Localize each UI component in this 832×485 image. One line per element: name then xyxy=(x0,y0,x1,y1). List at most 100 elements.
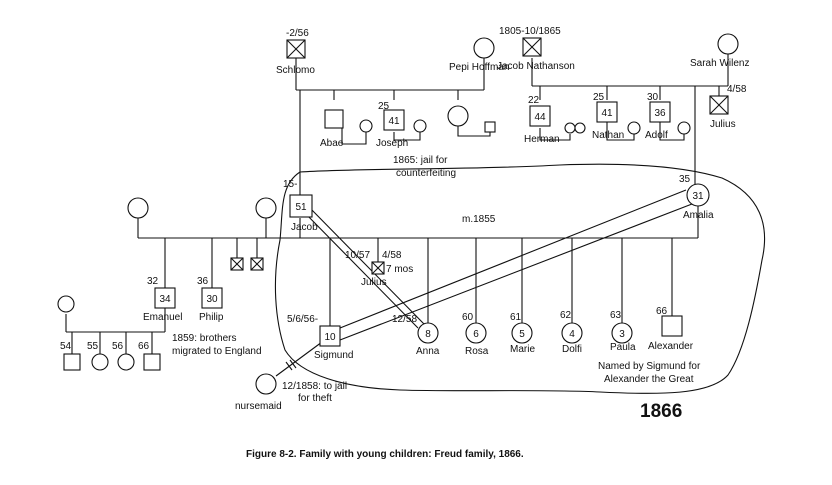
amalia-inner-age: 31 xyxy=(692,191,704,202)
alexander-label: Alexander xyxy=(648,341,694,352)
paula-circle xyxy=(611,322,633,344)
anna-label: Anna xyxy=(416,346,440,357)
rosa-age: 60 xyxy=(462,312,474,323)
jacob-square xyxy=(289,194,313,218)
sarah-label: Sarah Wilenz xyxy=(690,58,749,69)
julius-uncle-note: 4/58 xyxy=(727,84,747,95)
rosa-inner-age: 6 xyxy=(473,329,479,340)
julius-uncle-label: Julius xyxy=(710,119,736,130)
julius-death: 4/58 xyxy=(382,250,402,261)
pepi-label: Pepi Hoffman xyxy=(449,62,509,73)
nathan-square xyxy=(596,101,618,123)
alexander-square xyxy=(661,315,683,337)
dolfi-circle xyxy=(561,322,583,344)
diagram-year: 1866 xyxy=(640,401,682,422)
sigmund-square xyxy=(319,325,341,347)
nursemaid-note-line1: 12/1858: to jail xyxy=(282,381,347,392)
amalia-circle xyxy=(686,183,710,207)
marie-age: 61 xyxy=(510,312,522,323)
jacob-age: 15- xyxy=(283,179,297,190)
philip-square xyxy=(201,287,223,309)
schlomo-note: -2/56 xyxy=(286,28,309,39)
marriage-label: m.1855 xyxy=(462,214,496,225)
emanuel-label: Emanuel xyxy=(143,312,182,323)
jacob-nathanson-label: Jacob Nathanson xyxy=(497,61,575,72)
england-note-line2: migrated to England xyxy=(172,346,262,357)
herman-age: 22 xyxy=(528,95,540,106)
family-members xyxy=(57,33,739,395)
emanuel-wife-circle xyxy=(57,295,75,313)
herman-square xyxy=(529,105,551,127)
dolfi-inner-age: 4 xyxy=(569,329,575,340)
marie-circle xyxy=(511,322,533,344)
alexander-note-line2: Alexander the Great xyxy=(604,374,694,385)
nathan-label: Nathan xyxy=(592,130,624,141)
philip-inner-age: 30 xyxy=(206,294,218,305)
julius-birth: 10/57 xyxy=(345,250,370,261)
amalia-label: Amalia xyxy=(683,210,714,221)
second-wife-circle xyxy=(255,197,277,219)
nathan-age: 25 xyxy=(593,92,605,103)
joseph-inner-age: 41 xyxy=(388,116,400,127)
uncle-circle xyxy=(447,105,469,127)
rosa-label: Rosa xyxy=(465,346,489,357)
jacob-nathanson-note: 1805-10/1865 xyxy=(499,26,561,37)
jacob-label: Jacob xyxy=(291,222,318,233)
abae-square xyxy=(324,109,344,129)
sigmund-age: 5/6/56- xyxy=(287,314,318,325)
paula-inner-age: 3 xyxy=(619,329,625,340)
grandchild-age-2: 55 xyxy=(87,341,99,352)
paula-label: Paula xyxy=(610,342,636,353)
adolf-square xyxy=(649,101,671,123)
sarah-circle xyxy=(717,33,739,55)
schlomo-label: Schlomo xyxy=(276,65,315,76)
marie-label: Marie xyxy=(510,344,535,355)
joseph-label: Joseph xyxy=(376,138,408,149)
nathan-inner-age: 41 xyxy=(601,108,613,119)
anna-circle xyxy=(417,322,439,344)
sigmund-inner-age: 10 xyxy=(324,332,336,343)
dolfi-label: Dolfi xyxy=(562,344,582,355)
alexander-age: 66 xyxy=(656,306,668,317)
jacob-inner-age: 51 xyxy=(295,202,307,213)
anna-inner-age: 8 xyxy=(425,329,431,340)
adolf-age: 30 xyxy=(647,92,659,103)
joseph-age: 25 xyxy=(378,101,390,112)
marie-inner-age: 5 xyxy=(519,329,525,340)
abae-label: Abae xyxy=(320,138,344,149)
alexander-note-line1: Named by Sigmund for xyxy=(598,361,701,372)
adolf-inner-age: 36 xyxy=(654,108,666,119)
grandchild-age-3: 56 xyxy=(112,341,124,352)
emanuel-inner-age: 34 xyxy=(159,294,171,305)
philip-label: Philip xyxy=(199,312,224,323)
grandchild-age-1: 54 xyxy=(60,341,72,352)
emanuel-age: 32 xyxy=(147,276,159,287)
inner-ages: 41 44 41 36 51 31 34 30 10 8 6 5 4 3 xyxy=(159,108,704,343)
jail-note-line1: 1865: jail for xyxy=(393,155,448,166)
figure-caption: Figure 8-2. Family with young children: … xyxy=(246,449,524,460)
amalia-age: 35 xyxy=(679,174,691,185)
joseph-square xyxy=(383,109,405,131)
grandchild-age-4: 66 xyxy=(138,341,150,352)
anna-age: 12/58 xyxy=(392,314,417,325)
adolf-label: Adolf xyxy=(645,130,668,141)
rosa-circle xyxy=(465,322,487,344)
paula-age: 63 xyxy=(610,310,622,321)
herman-inner-age: 44 xyxy=(534,112,546,123)
top-generation-lines xyxy=(295,48,729,198)
england-note-line1: 1859: brothers xyxy=(172,333,237,344)
nursemaid-label: nursemaid xyxy=(235,401,282,412)
julius-label: Julius xyxy=(361,277,387,288)
jail-note-line2: counterfeiting xyxy=(396,168,456,179)
nursemaid-note-line2: for theft xyxy=(298,393,332,404)
emanuel-square xyxy=(154,287,176,309)
nursemaid-circle xyxy=(255,373,277,395)
philip-age: 36 xyxy=(197,276,209,287)
herman-label: Herman xyxy=(524,134,560,145)
household-boundary xyxy=(274,163,766,394)
dolfi-age: 62 xyxy=(560,310,572,321)
julius-note: 7 mos xyxy=(386,264,413,275)
sigmund-label: Sigmund xyxy=(314,350,353,361)
